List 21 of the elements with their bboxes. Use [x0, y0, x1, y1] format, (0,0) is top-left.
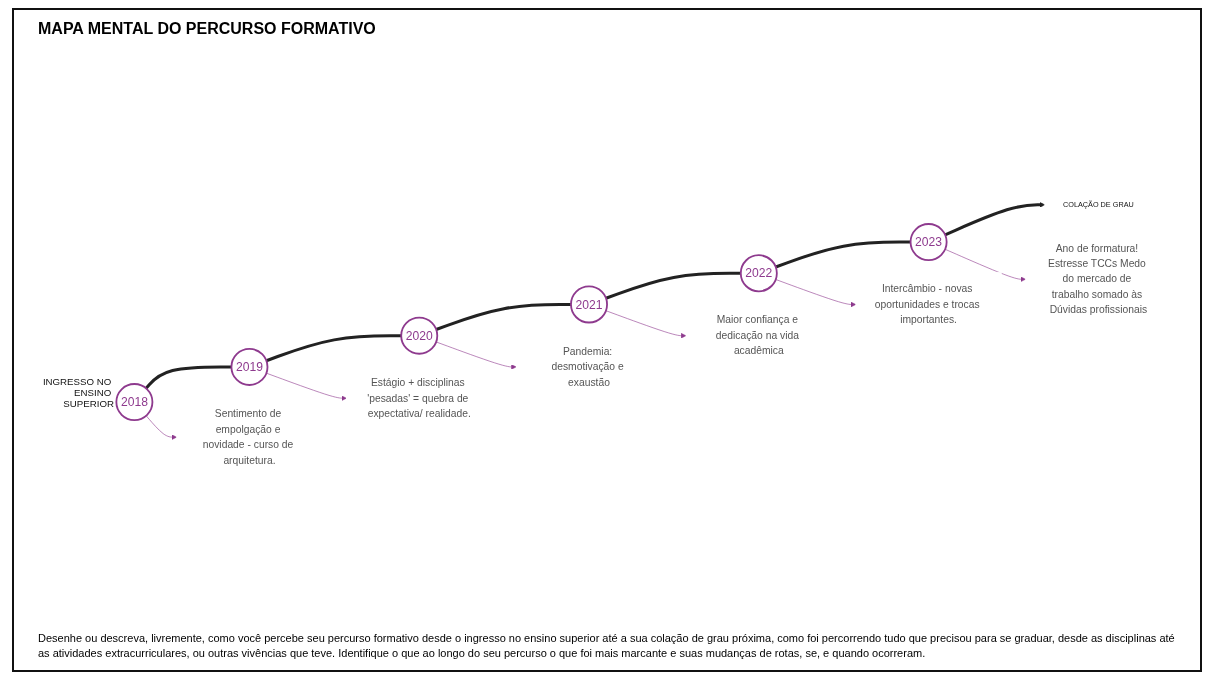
connector: [775, 240, 911, 269]
node-text: Sentimento de empolgação e novidade - curso de arquitetura.: [202, 408, 294, 466]
connector: [605, 271, 741, 300]
connector: [265, 334, 402, 363]
node-circle: 2019: [230, 348, 269, 386]
node-circle: 2021: [570, 285, 608, 324]
node-circle: 2020: [400, 316, 439, 355]
node-caption: INGRESSO NO ENSINO SUPERIOR: [42, 376, 114, 410]
node-text: Maior confiança e dedicação na vida acadêmica: [715, 314, 799, 357]
node-text: Ano de formatura! Estresse TCCs Medo do mercado de trabalho somado às Dúvidas profissionais: [1048, 242, 1148, 316]
arrow: [944, 202, 1046, 237]
caption: Desenhe ou descreva, livremente, como você percebe seu percurso formativo desde o ingresso no ensino superior até a sua colação de grau próxima, como foi percorrendo tudo que precisou para se graduar, desde as disciplinas até as atividades extracurriculares, ou outras vivências que teve. Identifique o que ao longo do seu percurso o que foi mais marcante e suas mudanças de rotas, se, e quando ocorreram.: [38, 631, 1176, 660]
connector: [435, 302, 571, 331]
node-text: Pandemia: desmotivação e exaustão: [551, 345, 624, 389]
node-circle: 2022: [739, 254, 778, 293]
connector: [145, 365, 232, 390]
node-text: Estágio + disciplinas 'pesadas' = quebra de expectativa/ realidade.: [367, 376, 471, 420]
title: MAPA MENTAL DO PERCURSO FORMATIVO: [38, 20, 377, 38]
node-text: Intercâmbio - novas oportunidades e trocas importantes.: [874, 283, 980, 326]
node-circle: 2018: [115, 383, 154, 421]
node-circle: 2023: [909, 223, 948, 261]
